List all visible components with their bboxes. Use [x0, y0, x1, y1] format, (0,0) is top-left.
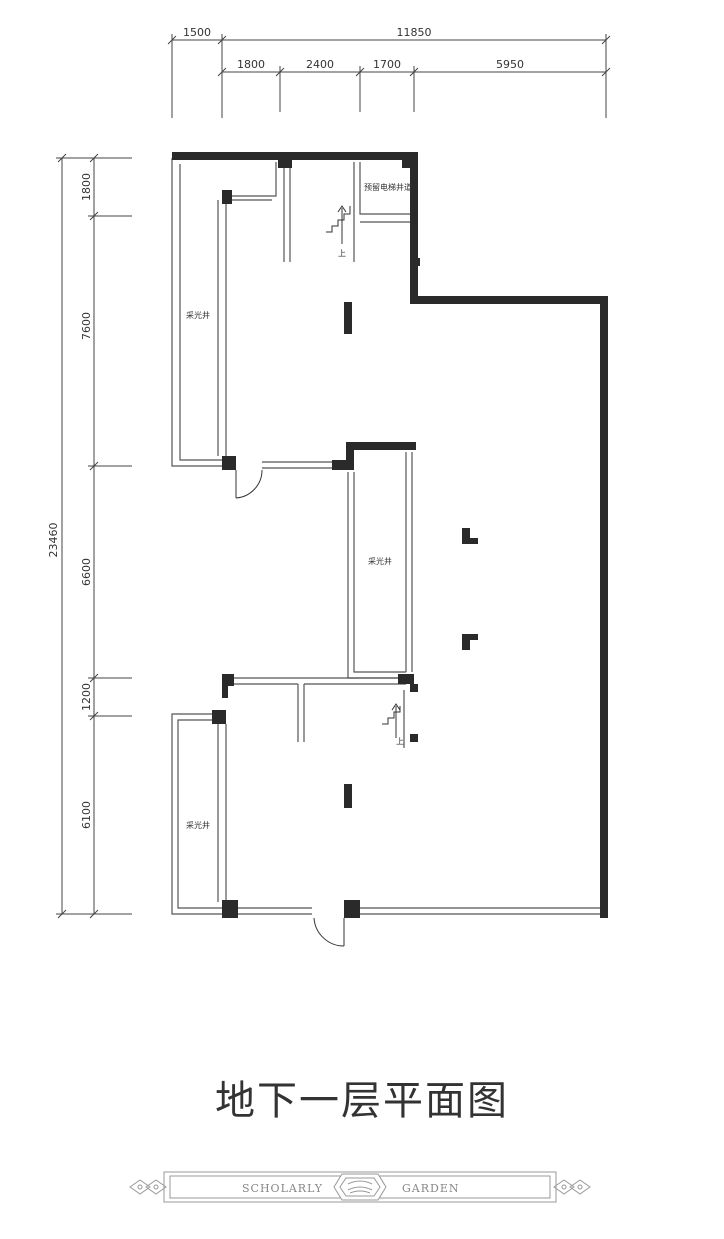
elevator-reserved-label: 预留电梯井道 — [364, 182, 412, 192]
light-well-label-3: 采光井 — [186, 820, 210, 830]
thick-walls — [172, 152, 608, 918]
dim-top-1500: 1500 — [183, 26, 211, 39]
dim-left-7600: 7600 — [80, 312, 93, 340]
dim-left-6600: 6600 — [80, 558, 93, 586]
dim-top-5950: 5950 — [496, 58, 524, 71]
dim-top-1700: 1700 — [373, 58, 401, 71]
stair-upper — [326, 205, 351, 244]
dim-left-total: 23460 — [47, 523, 60, 558]
light-well-label-1: 采光井 — [186, 310, 210, 320]
thin-walls — [171, 158, 600, 915]
stair-lower-label: 上 — [396, 737, 404, 746]
brand-ornament — [129, 1171, 591, 1203]
dim-left-1200: 1200 — [80, 683, 93, 711]
brand-right-word: GARDEN — [402, 1182, 460, 1195]
floor-plan: 1500 11850 1800 2400 1700 5950 23460 180… — [47, 26, 611, 947]
top-dimension-lines — [167, 34, 611, 118]
brand-left-word: SCHOLARLY — [242, 1182, 323, 1195]
light-well-label-2: 采光井 — [368, 556, 392, 566]
dim-top-1800: 1800 — [237, 58, 265, 71]
dim-left-6100: 6100 — [80, 801, 93, 829]
dim-top-11850: 11850 — [397, 26, 432, 39]
door-lower — [313, 917, 345, 947]
dim-top-2400: 2400 — [306, 58, 334, 71]
door-upper — [235, 469, 263, 499]
dim-left-1800: 1800 — [80, 173, 93, 201]
left-dimension-lines — [56, 153, 132, 919]
page-title: 地下一层平面图 — [215, 1078, 509, 1124]
stair-upper-label: 上 — [338, 249, 346, 258]
brand-banner: SCHOLARLY GARDEN — [0, 1160, 724, 1210]
stair-lower — [382, 703, 401, 738]
